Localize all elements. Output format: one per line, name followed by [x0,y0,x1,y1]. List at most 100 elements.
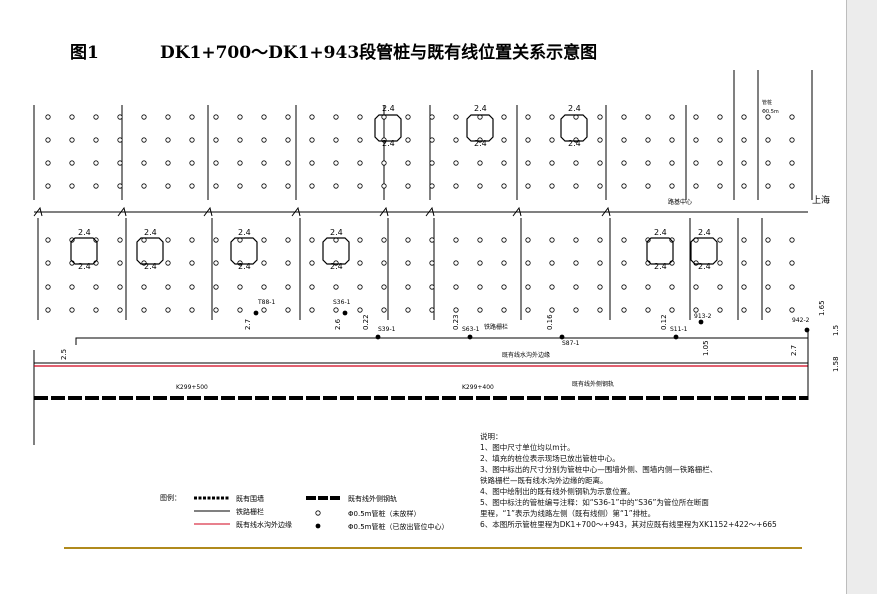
pile-marker [165,137,171,143]
block-dim-label: 2.4 [144,262,157,271]
block-dim-label: 2.4 [698,262,711,271]
rail-fence-label: 铁路栅栏 [484,323,508,331]
dimension-label: 1.58 [832,356,840,372]
pile-marker [477,183,483,189]
pile-marker [693,137,699,143]
pile-block [646,237,674,265]
outer-rail-label: 既有线外侧钢轨 [572,380,614,388]
pile-marker [477,237,483,243]
pile-marker [117,183,123,189]
pile-marker [477,307,483,313]
pile-marker [453,114,459,120]
pile-marker [765,284,771,290]
pile-marker [741,260,747,266]
corner-note: 管桩 [762,99,772,106]
pile-marker [669,160,675,166]
pile-marker [381,183,387,189]
pile-marker [405,137,411,143]
pile-marker [45,114,51,120]
pile-marker [189,137,195,143]
pile-marker [189,183,195,189]
pile-block [690,237,718,265]
pile-marker [621,114,627,120]
pile-marker [237,114,243,120]
legend-label: 既有围墙 [236,494,264,503]
pile-marker [429,237,435,243]
pile-marker [765,237,771,243]
pile-marker [285,160,291,166]
pile-block [374,114,402,142]
pile-marker [141,284,147,290]
pile-marker [741,183,747,189]
pile-marker [717,137,723,143]
block-dim-label: 2.4 [382,104,395,113]
block-dim-label: 2.4 [330,262,343,271]
pile-marker [141,114,147,120]
pile-marker [525,160,531,166]
pile-marker [789,114,795,120]
fence-break [601,206,611,217]
corner-note: Φ0.5m [762,109,779,115]
pile-marker [357,237,363,243]
pile-marker [717,160,723,166]
pile-marker [405,160,411,166]
block-dim-label: 2.4 [382,139,395,148]
pile-marker [357,137,363,143]
pile-marker [117,284,123,290]
pile-marker [117,237,123,243]
pile-marker [453,160,459,166]
pile-marker [621,183,627,189]
pile-marker [93,183,99,189]
pile-marker [285,284,291,290]
legend-label: 既有线水沟外边缘 [236,520,292,529]
pile-marker [309,114,315,120]
pile-marker [501,137,507,143]
pile-marker [765,114,771,120]
pile-marker [621,260,627,266]
block-dim-label: 2.4 [144,228,157,237]
pile-marker [429,137,435,143]
pile-marker [789,183,795,189]
pile-marker [693,183,699,189]
pile-marker [525,137,531,143]
pile-marker [621,137,627,143]
pile-marker [309,260,315,266]
fence-lines [33,70,813,445]
pile-marker [597,307,603,313]
fence-break [512,206,522,217]
pile-marker [765,183,771,189]
legend-label: 铁路栅栏 [236,507,264,516]
dimension-label: 2.5 [60,349,68,360]
pile-marker [525,237,531,243]
pile-marker [669,307,675,313]
pile-marker [309,183,315,189]
pile-marker [597,260,603,266]
note-line: 铁路栅栏—既有线水沟外边缘的距离。 [480,476,608,485]
pile-marker [597,160,603,166]
pile-marker [597,284,603,290]
pile-marker [165,284,171,290]
pile-marker [93,114,99,120]
pile-marker [765,260,771,266]
pile-marker [381,160,387,166]
pile-marker [669,237,675,243]
pile-marker [333,160,339,166]
pile-id-label: 913-2 [694,313,712,320]
pile-marker [621,307,627,313]
block-dim-label: 2.4 [238,228,251,237]
pile-marker [549,284,555,290]
pile-marker [621,237,627,243]
pile-marker [669,114,675,120]
pile-marker [501,237,507,243]
pile-marker [549,307,555,313]
pile-marker [573,183,579,189]
pile-marker [93,137,99,143]
pile-marker [621,160,627,166]
pile-marker [549,260,555,266]
note-line: 里程，“1”表示为线路左侧（既有线侧）第“1”排桩。 [480,509,656,518]
pile-marker [645,307,651,313]
pile-marker [429,160,435,166]
pile-marker [453,237,459,243]
pile-marker [189,114,195,120]
kilometer-label: K299+400 [462,384,494,391]
